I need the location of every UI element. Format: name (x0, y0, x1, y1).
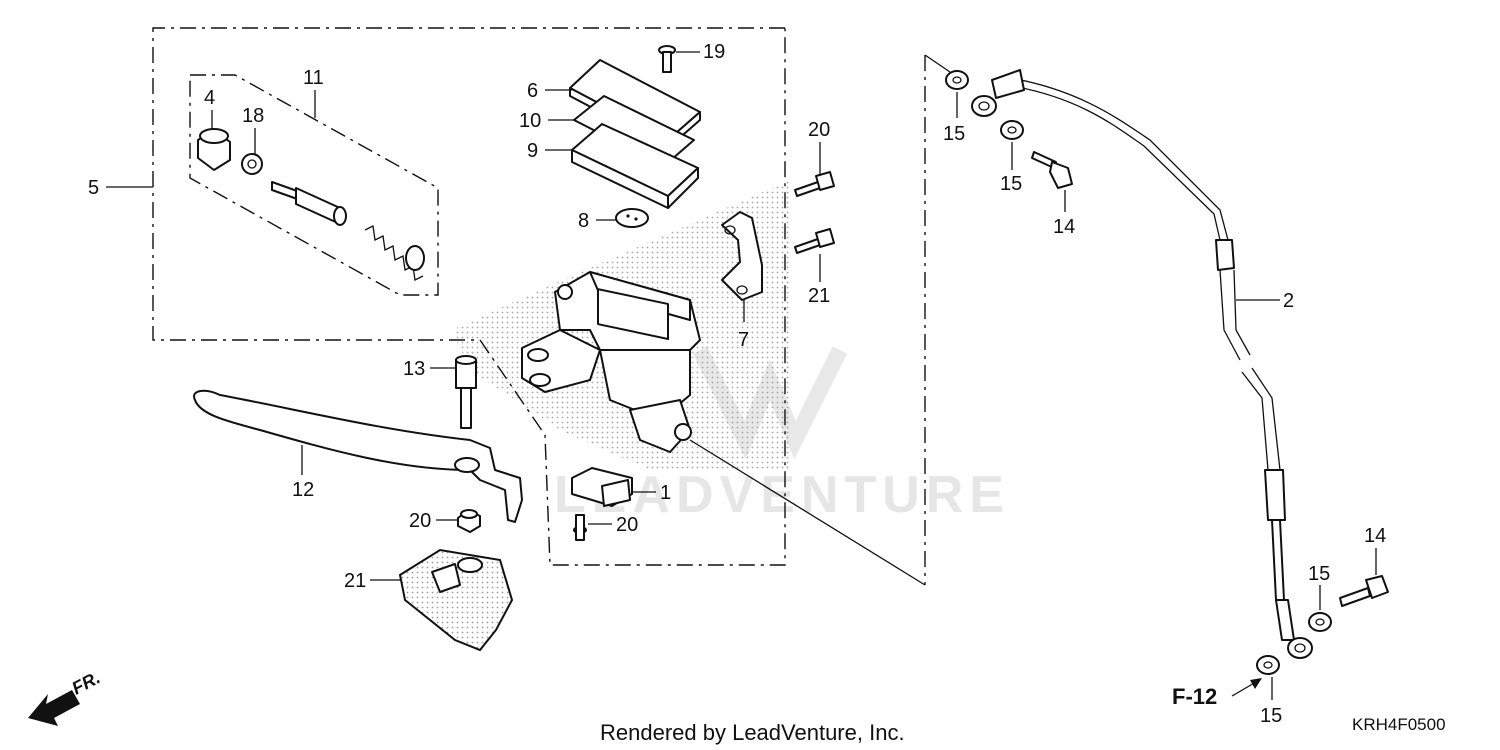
front-direction-marker: FR. (28, 667, 103, 726)
diagram-code: KRH4F0500 (1352, 715, 1446, 734)
callout-5: 5 (88, 177, 99, 199)
holder-bolt-upper-part (794, 171, 835, 197)
reference-f12: F-12 (1172, 678, 1262, 709)
leader-box-right-top (924, 54, 951, 73)
banjo-bolt-upper-part (1031, 151, 1073, 189)
spring-part (364, 225, 425, 281)
callout-19: 20 (409, 510, 431, 532)
circlip-part (241, 153, 263, 175)
banjo-upper-part (971, 69, 1025, 117)
boot-part (197, 128, 231, 171)
callout-12: 12 (292, 479, 314, 501)
callout-20-lower: 21 (808, 285, 830, 307)
piston-kit-box (189, 74, 439, 296)
callout-7: 7 (738, 329, 749, 351)
stop-switch-part (571, 467, 633, 507)
credit-text: Rendered by LeadVenture, Inc. (600, 720, 905, 745)
callout-10: 10 (519, 110, 541, 132)
master-cylinder-body (521, 271, 701, 453)
washer-lower-b (1256, 655, 1280, 675)
banjo-lower-part (1287, 637, 1313, 659)
reference-arrow-icon (1250, 678, 1262, 689)
lever-cover-part (398, 548, 514, 652)
callouts: 5 4 18 11 6 10 9 8 19 7 20 21 13 12 20 2… (88, 41, 1386, 727)
callout-14-a: 14 (1053, 216, 1075, 238)
leader-box-right-bottom (689, 439, 926, 586)
pivot-nut-part (457, 509, 481, 533)
holder-bolt-lower-part (794, 228, 835, 254)
callout-8: 8 (578, 210, 589, 232)
callout-4: 4 (204, 87, 215, 109)
callout-13: 13 (403, 358, 425, 380)
switch-screw-part (573, 514, 587, 541)
callout-9: 9 (527, 140, 538, 162)
cap-screw-part (658, 45, 676, 73)
callout-20-upper: 20 (808, 119, 830, 141)
washer-upper-a (945, 70, 969, 90)
callout-15-a: 15 (943, 123, 965, 145)
float-disc-part (615, 208, 649, 228)
brake-hose-part (1009, 77, 1295, 641)
holder-part (721, 211, 763, 301)
pivot-bolt-part (455, 355, 477, 429)
callout-21: 21 (344, 570, 366, 592)
callout-14-b: 14 (1364, 525, 1386, 547)
diaphragm-part (571, 123, 699, 209)
callout-15-d: 15 (1260, 705, 1282, 727)
callout-17: 19 (703, 41, 725, 63)
callout-15-b: 15 (1000, 173, 1022, 195)
reference-label: F-12 (1172, 684, 1217, 709)
front-arrow-icon (28, 690, 80, 726)
banjo-bolt-lower-part (1339, 575, 1389, 607)
washer-upper-b (1000, 120, 1024, 140)
callout-18: 20 (616, 514, 638, 536)
callout-2: 2 (1283, 290, 1294, 312)
callout-16: 18 (242, 105, 264, 127)
callout-11: 11 (303, 67, 324, 89)
callout-15-c: 15 (1308, 563, 1330, 585)
callout-1: 1 (660, 482, 671, 504)
brake-lever-part (193, 389, 523, 523)
leader-lines (106, 51, 1377, 700)
washer-lower-a (1308, 612, 1332, 632)
piston-part (271, 181, 347, 226)
callout-6: 6 (527, 80, 538, 102)
assembly-box-upper (152, 27, 786, 566)
